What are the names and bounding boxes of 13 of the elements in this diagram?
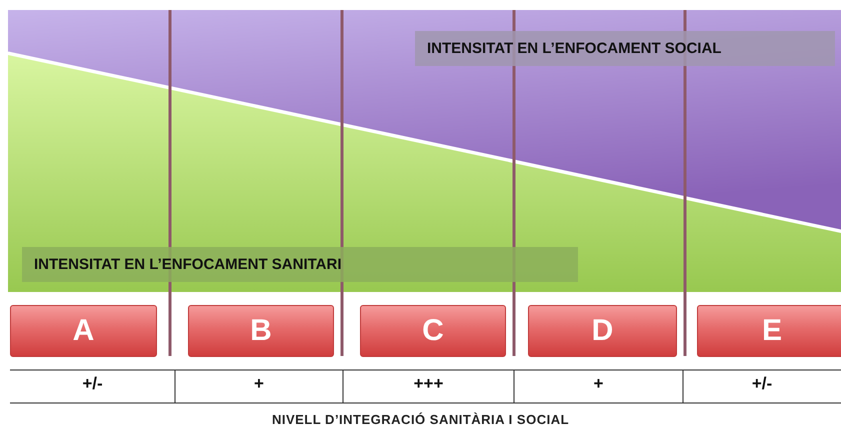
- axis-caption: NIVELL D’INTEGRACIÓ SANITÀRIA I SOCIAL: [270, 412, 570, 427]
- level-value: +: [592, 373, 604, 395]
- label-band: INTENSITAT EN L’ENFOCAMENT SOCIAL: [415, 31, 835, 66]
- level-value: +++: [412, 373, 444, 395]
- category-box: B: [188, 305, 334, 357]
- label-band: INTENSITAT EN L’ENFOCAMENT SANITARI: [22, 247, 578, 282]
- level-value: +/-: [750, 373, 774, 395]
- category-box: E: [697, 305, 841, 357]
- level-value: +/-: [81, 373, 104, 395]
- level-value: +: [253, 373, 265, 395]
- category-box: C: [360, 305, 506, 357]
- category-box: A: [10, 305, 157, 357]
- category-box: D: [528, 305, 677, 357]
